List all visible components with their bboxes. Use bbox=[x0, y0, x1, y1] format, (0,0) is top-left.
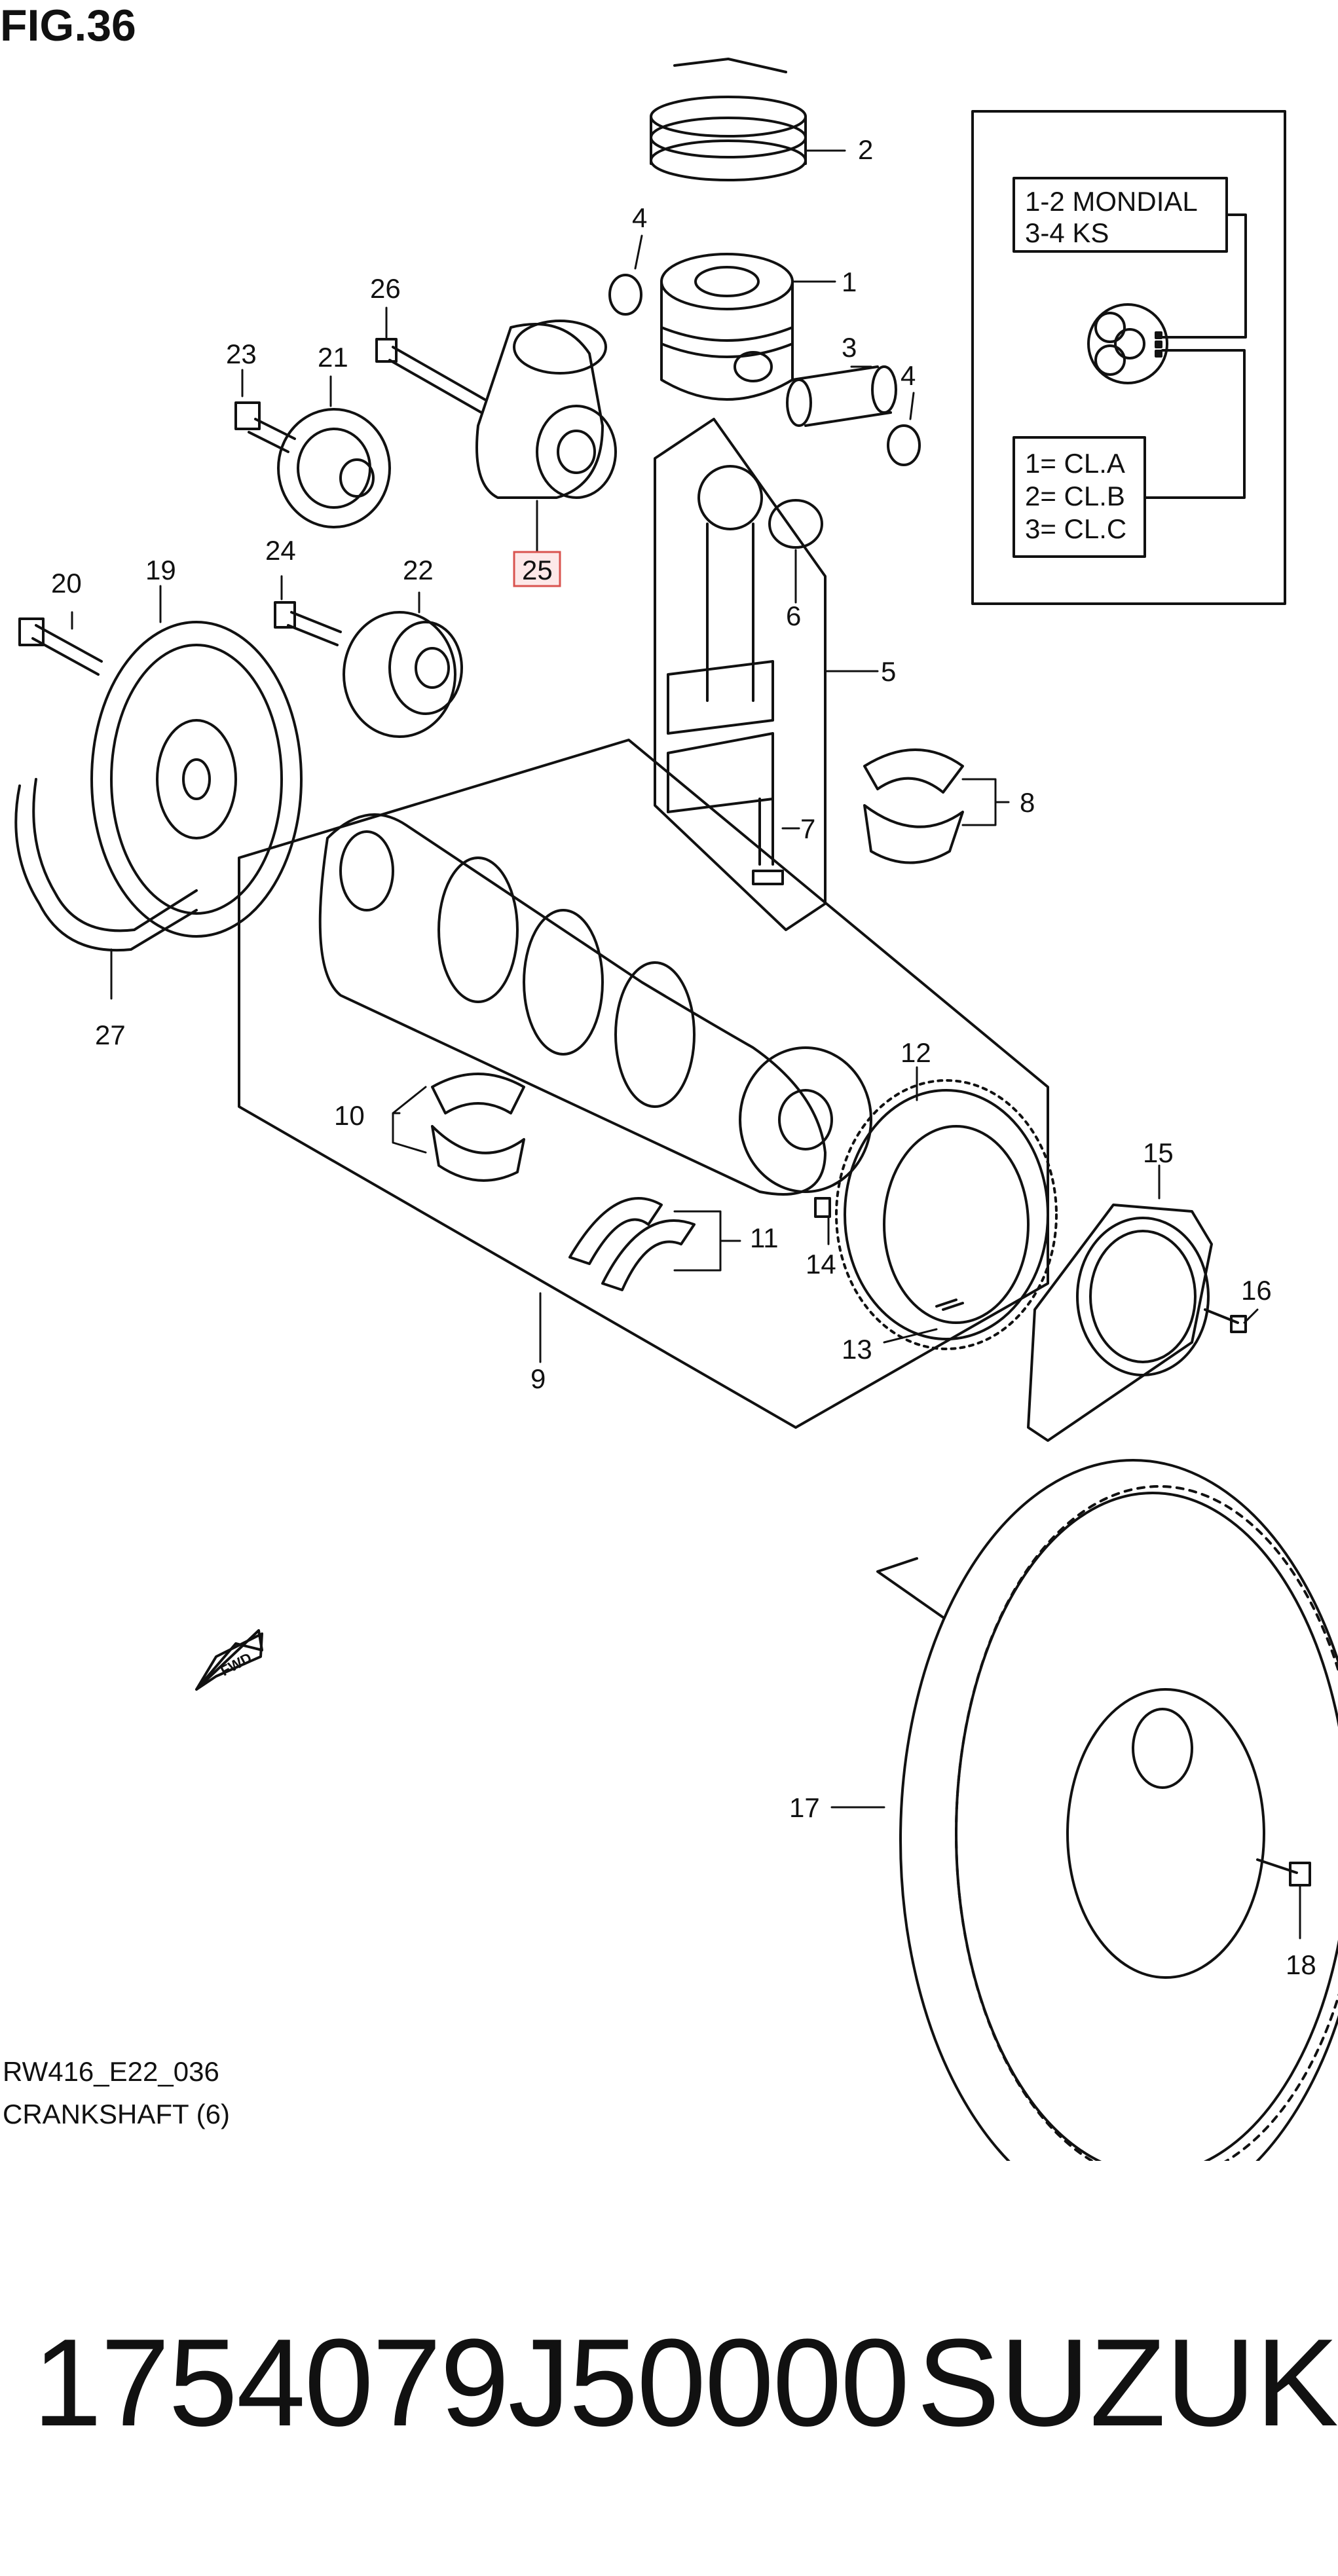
callout-13: 13 bbox=[842, 1334, 872, 1365]
brand-name: SUZUKI bbox=[917, 2313, 1338, 2452]
callout-16: 16 bbox=[1241, 1275, 1272, 1306]
callout-8: 8 bbox=[1020, 787, 1035, 818]
figure-caption: CRANKSHAFT (6) bbox=[3, 2099, 230, 2129]
callout-23: 23 bbox=[226, 339, 257, 369]
reluctor-ring bbox=[835, 1079, 1058, 1350]
part-number: 1754079J50000 bbox=[33, 2313, 910, 2452]
callout-24: 24 bbox=[265, 535, 296, 566]
pulley-bolt bbox=[18, 617, 103, 676]
flywheel-bolt bbox=[1256, 1858, 1311, 1886]
idler-bolt bbox=[234, 401, 296, 453]
callout-10: 10 bbox=[334, 1100, 365, 1131]
callout-3: 3 bbox=[842, 332, 857, 363]
callout-2: 2 bbox=[858, 134, 873, 165]
callout-11: 11 bbox=[750, 1223, 779, 1253]
callout-4a: 4 bbox=[632, 202, 647, 233]
housing-bolt bbox=[1204, 1308, 1247, 1333]
tensioner-assembly bbox=[475, 320, 617, 499]
piston bbox=[660, 253, 794, 401]
callout-labels: 2 1 3 4 4 6 5 7 8 9 10 11 12 13 14 15 16… bbox=[51, 134, 1316, 1980]
callout-27: 27 bbox=[95, 1020, 126, 1050]
callout-26: 26 bbox=[370, 273, 401, 304]
highlight-box-25 bbox=[513, 551, 561, 587]
tensioner-long-bolt bbox=[375, 338, 486, 414]
tensioner-bolt bbox=[274, 601, 342, 646]
thrust-washers bbox=[568, 1197, 696, 1291]
callout-22: 22 bbox=[403, 555, 434, 585]
piston-circlips bbox=[608, 274, 921, 466]
callout-9: 9 bbox=[530, 1363, 546, 1394]
callout-15: 15 bbox=[1143, 1137, 1174, 1168]
tensioner-pulley bbox=[343, 611, 463, 738]
callout-4b: 4 bbox=[901, 360, 916, 391]
connecting-rod-group bbox=[654, 418, 827, 931]
oil-seal-housing bbox=[1027, 1204, 1213, 1442]
exploded-parts-diagram: 2 1 3 4 4 6 5 7 8 9 10 11 12 13 14 15 16… bbox=[14, 58, 1338, 2161]
legend-box bbox=[971, 110, 1286, 605]
callout-21: 21 bbox=[318, 342, 348, 373]
callout-20: 20 bbox=[51, 568, 82, 598]
drive-belt bbox=[14, 778, 198, 952]
callout-1: 1 bbox=[842, 267, 857, 297]
callout-14: 14 bbox=[806, 1249, 836, 1279]
legend-maker-1: 1-2 MONDIAL bbox=[1025, 186, 1198, 217]
legend-class-3: 3= CL.C bbox=[1025, 513, 1126, 544]
crank-pulley bbox=[90, 621, 303, 938]
callout-18: 18 bbox=[1286, 1949, 1316, 1980]
crankshaft-group bbox=[238, 739, 1049, 1429]
legend-class-2: 2= CL.B bbox=[1025, 481, 1125, 511]
conrod-bearings bbox=[863, 748, 964, 864]
figure-code: RW416_E22_036 bbox=[3, 2056, 219, 2087]
forward-arrow-icon bbox=[195, 1629, 263, 1691]
piston-rings bbox=[650, 58, 807, 181]
callout-5: 5 bbox=[881, 656, 896, 687]
legend-maker-2: 3-4 KS bbox=[1025, 217, 1109, 248]
callout-12: 12 bbox=[901, 1037, 931, 1068]
callout-25: 25 bbox=[522, 555, 553, 585]
flywheel bbox=[876, 1459, 1338, 2161]
reluctor-bolt bbox=[814, 1197, 964, 1311]
legend-text: 1-2 MONDIAL 3-4 KS 1= CL.A 2= CL.B 3= CL… bbox=[1025, 186, 1198, 544]
callout-6: 6 bbox=[786, 600, 801, 631]
piston-pin bbox=[786, 365, 897, 427]
callout-17: 17 bbox=[789, 1792, 820, 1823]
main-bearings bbox=[431, 1073, 525, 1182]
callout-leaders bbox=[71, 149, 1301, 1940]
callout-19: 19 bbox=[145, 555, 176, 585]
figure-title: FIG.36 bbox=[0, 1, 136, 50]
legend-class-1: 1= CL.A bbox=[1025, 448, 1125, 479]
idler-pulley bbox=[277, 408, 391, 528]
callout-7: 7 bbox=[800, 813, 815, 844]
